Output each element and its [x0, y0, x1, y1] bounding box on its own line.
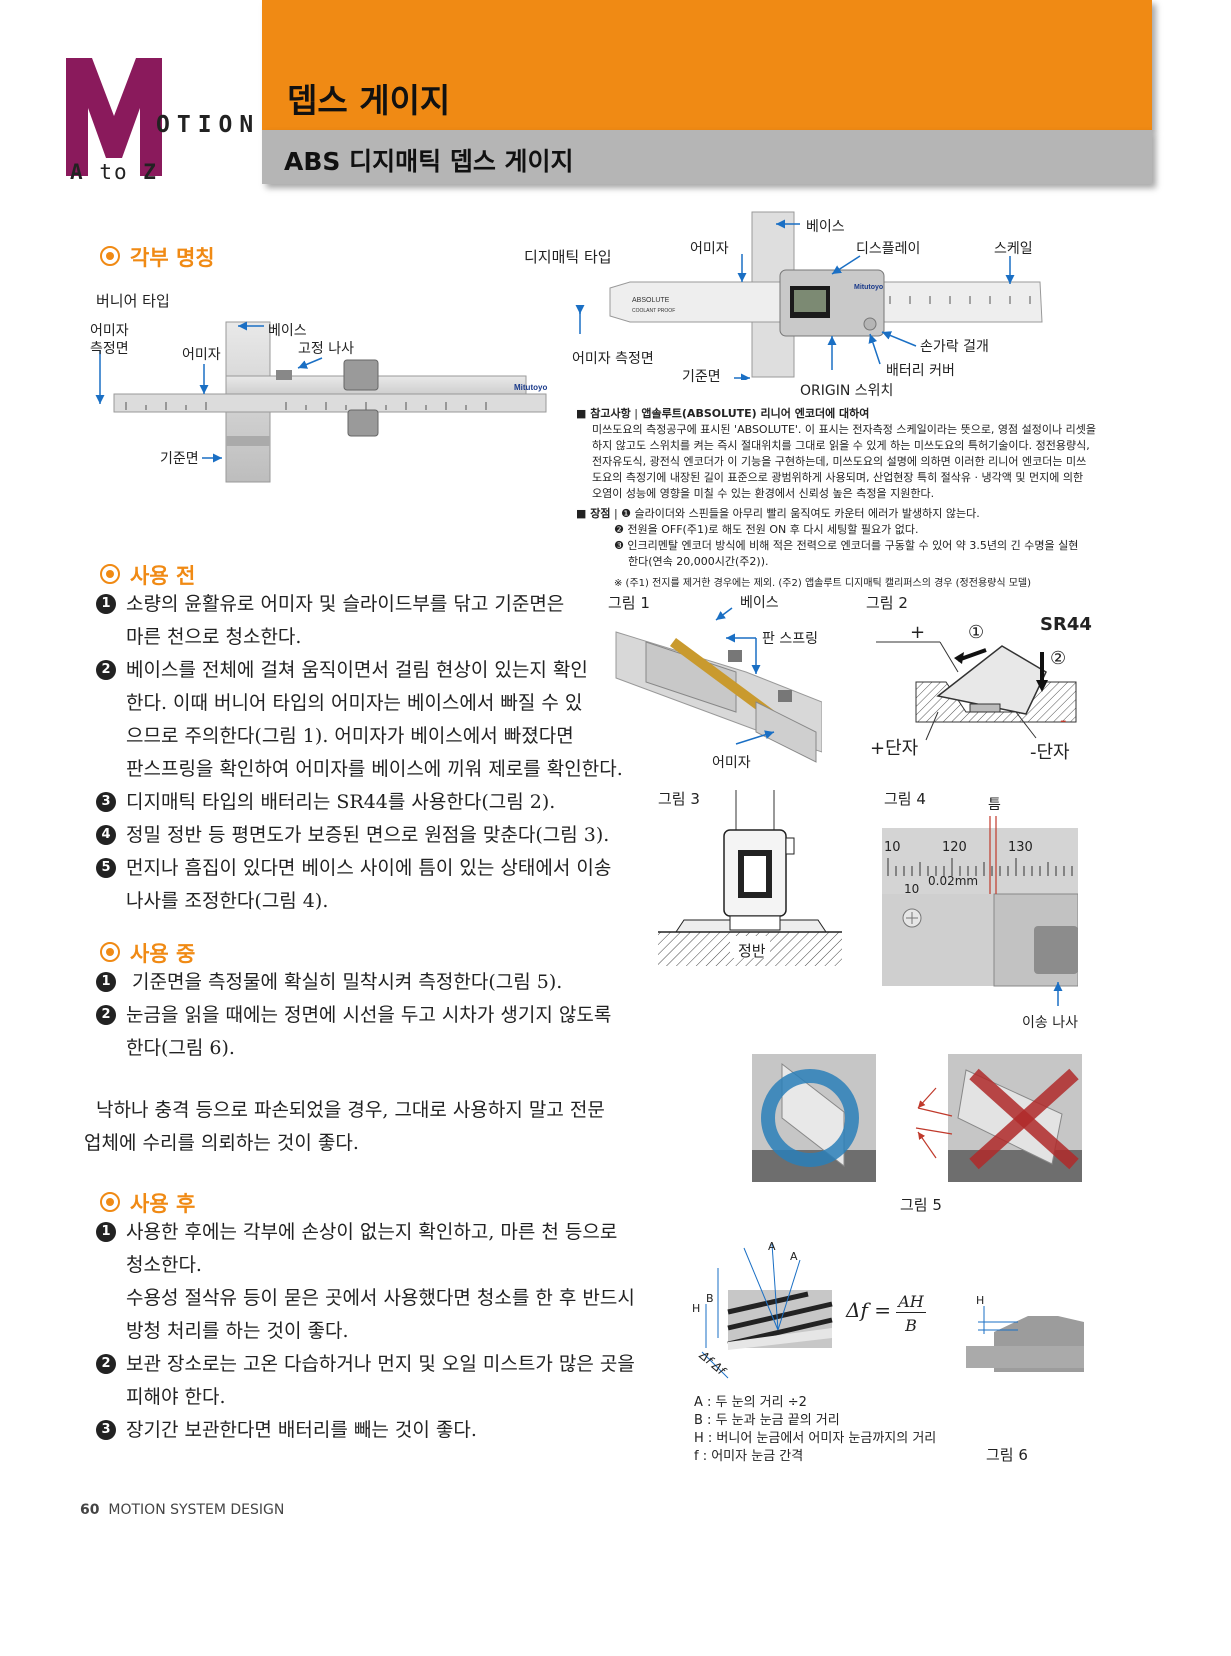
figure-3-label: 그림 3 [658, 790, 700, 808]
label-digital-jaw-face: 어미자 측정면 [572, 351, 654, 367]
logo-subtext: A to Z [70, 160, 158, 184]
label-battery-cover: 배터리 커버 [886, 363, 955, 379]
section-title-during: 사용 중 [100, 938, 195, 968]
figure-6-label: 그림 6 [986, 1446, 1028, 1464]
digital-type-label: 디지매틱 타입 [524, 248, 612, 266]
page-subtitle: ABS 디지매틱 뎁스 게이지 [284, 147, 574, 176]
figure-6-jaw-image [958, 1306, 1084, 1372]
vernier-type-label: 버니어 타입 [96, 292, 170, 310]
formula-numerator: AH [896, 1292, 926, 1313]
fig1-label-spring: 판 스프링 [762, 631, 818, 647]
section-title-after: 사용 후 [100, 1188, 195, 1218]
fig2-plus: + [910, 622, 926, 643]
label-digital-jaw: 어미자 [690, 241, 729, 257]
figure-5-image [752, 1054, 1082, 1182]
label-jaw: 어미자 [182, 347, 221, 363]
fig4-gap-label: 틈 [988, 797, 1001, 813]
figure-4-image [882, 816, 1078, 1006]
figure-1-label: 그림 1 [608, 594, 650, 612]
fig4-tick-10: 10 [884, 840, 901, 855]
label-fixing-screw: 고정 나사 [298, 341, 354, 357]
fig2-circle-1: ① [968, 622, 985, 643]
label-origin-switch: ORIGIN 스위치 [800, 383, 894, 399]
subtitle-bar [262, 130, 1152, 184]
fig3-plate-label: 정반 [738, 942, 766, 960]
label-base: 베이스 [268, 323, 307, 339]
bullet-icon [100, 942, 120, 962]
fig2-plus-terminal: +단자 [870, 738, 919, 759]
product-label: ABSOLUTE [632, 297, 670, 304]
fig6-legend: A : 두 눈의 거리 ÷2 B : 두 눈과 눈금 끝의 거리 H : 버니어… [694, 1395, 937, 1464]
fig4-tick-130: 130 [1008, 840, 1033, 855]
label-digital-ref: 기준면 [682, 369, 721, 385]
label-scale: 스케일 [994, 241, 1033, 257]
fig2-minus: - [1060, 710, 1067, 731]
bullet-icon [100, 564, 120, 584]
fig6-b-label: B [706, 1292, 714, 1305]
fig6-h-label-jaw: H [976, 1294, 985, 1307]
damage-paragraph: 낙하나 충격 등으로 파손되었을 경우, 그대로 사용하지 말고 전문 업체에 … [84, 1099, 605, 1154]
fig4-screw-label: 이송 나사 [1022, 1015, 1078, 1031]
reference-note: ■ 참고사항 | 앱솔루트(ABSOLUTE) 리니어 엔코더에 대하여 미쓰도… [576, 407, 1097, 589]
bullet-icon [100, 1192, 120, 1212]
logo-m [66, 58, 162, 176]
section-title-before: 사용 전 [100, 560, 195, 590]
figure-4-label: 그림 4 [884, 790, 926, 808]
fig6-h-label: H [692, 1302, 701, 1315]
coolant-label: COOLANT PROOF [632, 308, 675, 314]
figure-2-image [876, 641, 1077, 741]
bullet-icon [100, 246, 120, 266]
fig4-tick-120: 120 [942, 840, 967, 855]
label-finger-rest: 손가락 걸개 [920, 339, 989, 355]
fig1-label-jaw: 어미자 [712, 755, 751, 771]
label-jaw-face: 어미자 측정면 [90, 323, 129, 357]
page-title: 뎁스 게이지 [287, 81, 451, 120]
section-title-parts: 각부 명칭 [100, 242, 215, 272]
fig4-mm-label: 0.02mm [928, 874, 979, 888]
vernier-depth-gauge-image: Mitutoyo [95, 321, 547, 483]
fig2-minus-terminal: -단자 [1030, 742, 1070, 763]
fig6-a-label-2: A [790, 1250, 798, 1263]
brand-label-digital: Mitutoyo [854, 284, 883, 291]
label-digital-base: 베이스 [806, 219, 845, 235]
figure-5-label: 그림 5 [900, 1196, 942, 1214]
digital-depth-gauge-image: Mitutoyo ABSOLUTE COOLANT PROOF [575, 211, 1043, 380]
fig2-sr44: SR44 [1040, 614, 1092, 635]
label-reference-face: 기준면 [160, 451, 199, 467]
brand-label: Mitutoyo [514, 383, 547, 392]
figure-2-label: 그림 2 [866, 594, 908, 612]
logo-text: OTION [156, 112, 261, 138]
list-item: 1 기준면을 측정물에 확실히 밀착시켜 측정한다(그림 5). [96, 966, 636, 999]
formula-denominator: B [905, 1316, 917, 1335]
figure-6-diagram [701, 1243, 833, 1379]
figure-1-image [615, 607, 822, 763]
fig2-circle-2: ② [1050, 648, 1067, 669]
title-bar [262, 0, 1152, 130]
formula-lhs: Δf = [846, 1298, 891, 1322]
page-footer: 60 MOTION SYSTEM DESIGN [80, 1502, 285, 1518]
label-display: 디스플레이 [856, 241, 921, 257]
fig4-vernier-10: 10 [904, 882, 920, 896]
fig1-label-base: 베이스 [740, 595, 779, 611]
figure-3-image [658, 790, 842, 966]
fig6-a-label-1: A [768, 1240, 776, 1253]
